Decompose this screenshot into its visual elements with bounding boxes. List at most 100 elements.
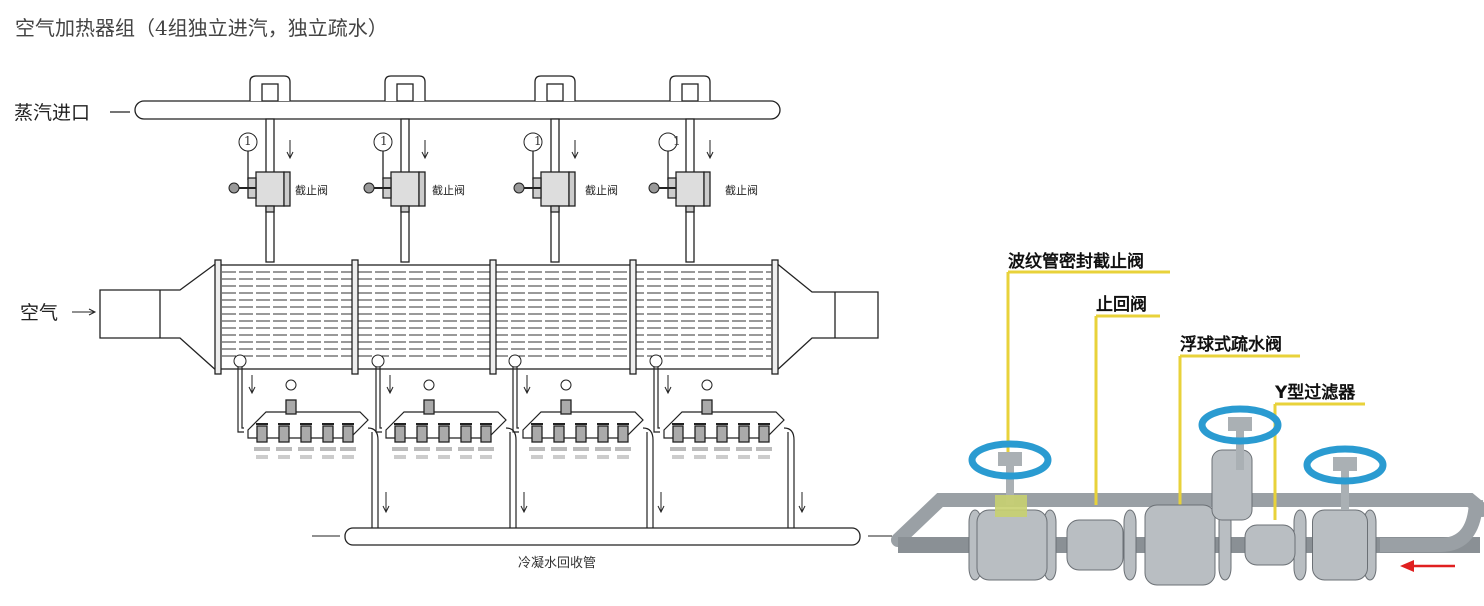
check-valve-body	[1066, 519, 1124, 571]
drain-pipe	[241, 367, 244, 429]
valve-label-mark	[460, 455, 472, 459]
valve-label-mark	[394, 455, 406, 459]
arrow-head	[421, 151, 429, 160]
globe-valve-body	[540, 171, 570, 207]
bypass-loop	[663, 411, 785, 439]
trap-set-valve	[716, 425, 728, 443]
branch-marker: 1	[534, 134, 542, 148]
trap-set-valve	[738, 425, 750, 443]
trap-set-valve	[672, 425, 684, 443]
trap-set-valve	[438, 425, 450, 443]
arrow-head	[386, 386, 394, 395]
handwheel-icon	[228, 182, 240, 194]
trap-set-valve	[617, 425, 629, 443]
trap-set-valve	[416, 425, 428, 443]
trap-set-valve	[278, 425, 290, 443]
valve-label-mark	[342, 455, 354, 459]
valve-label-mark	[694, 455, 706, 459]
valve-tag	[995, 495, 1027, 517]
valve-label-mark	[531, 455, 543, 459]
valve-label-mark	[575, 455, 587, 459]
flange	[214, 259, 222, 375]
valve-label-mark	[529, 447, 545, 451]
valve-label-mark	[458, 447, 474, 451]
label-check-valve: 止回阀	[1096, 295, 1147, 315]
valve-label-mark	[714, 447, 730, 451]
valve-label-mark	[414, 447, 430, 451]
valve-label-mark	[716, 455, 728, 459]
arrow-head	[657, 505, 665, 514]
valve-label-mark	[480, 455, 492, 459]
globe-valve-body	[1312, 509, 1368, 581]
condensate-drop-pipe	[505, 427, 517, 528]
valve-label-mark	[478, 447, 494, 451]
air-label: 空气	[20, 302, 59, 324]
drain-pipe	[512, 367, 519, 433]
globe-valve-label: 截止阀	[295, 184, 328, 197]
condensate-drop-pipe	[367, 427, 379, 528]
arrow-head	[706, 151, 714, 160]
globe-valve-body	[390, 171, 420, 207]
page-title: 空气加热器组（4组独立进汽，独立疏水）	[15, 16, 388, 40]
trap-set-valve	[553, 425, 565, 443]
drain-pipe	[657, 367, 660, 429]
bypass-valve-handwheel-icon	[1198, 405, 1282, 445]
valve-flange	[568, 171, 576, 207]
arrow-head	[286, 151, 294, 160]
arrow-head	[664, 386, 672, 395]
bellows-globe-valve-handwheel-icon	[968, 440, 1052, 480]
arrow-head	[798, 505, 806, 514]
valve-label-mark	[438, 455, 450, 459]
globe-valve-body	[675, 171, 705, 207]
drain-outlet	[649, 354, 663, 368]
pipe-flange	[1293, 509, 1307, 581]
branch-marker: 1	[380, 134, 388, 148]
air-outlet-duct	[774, 260, 879, 374]
trap-set-valve	[394, 425, 406, 443]
valve-label-mark	[298, 447, 314, 451]
valve-label-mark	[436, 447, 452, 451]
valve-label-mark	[551, 447, 567, 451]
trap-set-valve	[597, 425, 609, 443]
trap-set-valve	[575, 425, 587, 443]
air-inlet-duct	[99, 260, 219, 374]
flange	[351, 259, 359, 375]
valve-label-mark	[758, 455, 770, 459]
handwheel-icon	[513, 182, 525, 194]
condensate-pipe	[344, 527, 861, 546]
handwheel-icon	[648, 182, 660, 194]
trap-set-valve	[300, 425, 312, 443]
trap-set-valve	[460, 425, 472, 443]
valve-label-mark	[256, 455, 268, 459]
valve-base	[265, 205, 275, 213]
handwheel-icon	[363, 182, 375, 194]
globe-valve-body	[255, 171, 285, 207]
drain-outlet	[508, 354, 522, 368]
steam-header-pipe	[134, 100, 781, 120]
valve-label-mark	[738, 455, 750, 459]
bypass-valve	[285, 399, 297, 415]
flange	[489, 259, 497, 375]
valve-base	[550, 205, 560, 213]
elbow-neck	[396, 83, 414, 102]
trap-set-valve	[531, 425, 543, 443]
globe-valve-label: 截止阀	[585, 184, 618, 197]
trap-set-valve	[342, 425, 354, 443]
arrow-head	[523, 386, 531, 395]
valve-label-mark	[670, 447, 686, 451]
valve-label-mark	[736, 447, 752, 451]
arrow-head	[88, 308, 97, 316]
condensate-drop-pipe	[783, 427, 795, 528]
valve-label-mark	[692, 447, 708, 451]
bypass-globe-valve	[1211, 449, 1253, 521]
globe-valve-label: 截止阀	[432, 184, 465, 197]
globe-valve-handwheel-icon	[1303, 445, 1387, 485]
bypass-loop	[522, 411, 644, 439]
pipe-outlet	[1380, 499, 1483, 552]
label-float-steam-trap: 浮球式疏水阀	[1180, 335, 1282, 355]
arrow-head	[382, 505, 390, 514]
drain-pipe	[653, 367, 660, 433]
valve-label-mark	[595, 447, 611, 451]
bypass-marker	[285, 379, 297, 391]
arrow-head	[520, 505, 528, 514]
